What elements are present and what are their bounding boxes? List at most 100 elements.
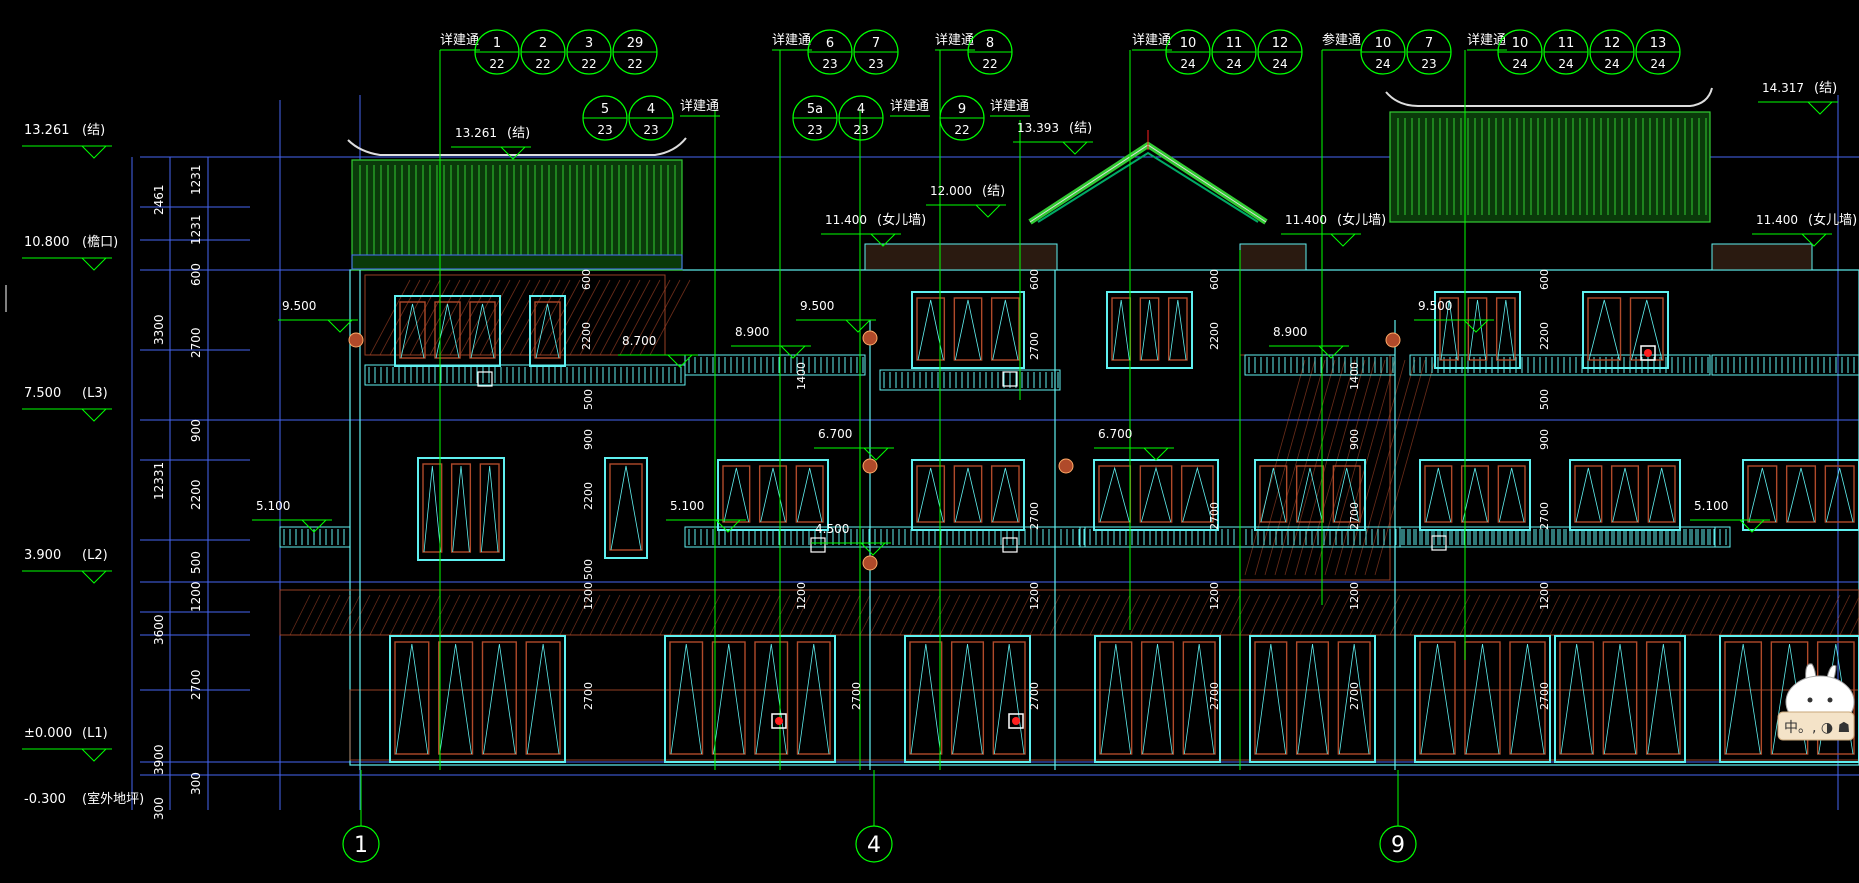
elevation-mark: 11.400(女儿墙) [1752,212,1857,247]
inline-dim: 600 [580,269,593,290]
elevation-mark: 6.700 [1094,427,1174,461]
callout-number: 5 [601,102,609,117]
inline-dim: 600 [1028,269,1041,290]
window [394,295,501,367]
callout-sheet: 22 [982,57,997,71]
window [604,457,648,559]
inline-dim: 2200 [1538,322,1551,350]
dim-inner: 1231 [189,164,203,195]
inline-dim: 900 [582,429,595,450]
window [1569,459,1681,531]
dim-inner: 1231 [189,214,203,245]
dim-inner: 2200 [189,479,203,510]
callout-sheet: 22 [535,57,550,71]
callout-sheet: 24 [1272,57,1287,71]
axis-label: 9 [1391,833,1405,858]
door [1554,635,1686,763]
inline-dim: 1200 [1028,582,1041,610]
inline-dim: 1400 [1348,362,1361,390]
level-label: (室外地坪) [82,791,144,807]
callout-number: 1 [493,36,501,51]
inline-dim: 2700 [850,682,863,710]
dim-inner: 2700 [189,669,203,700]
callout-label: 详建通 [1132,33,1171,48]
elevation-mark: 9.500 [796,299,876,333]
roof-right [1385,87,1713,223]
door [1414,635,1551,763]
callout-number: 7 [872,36,880,51]
dim-inner: 1200 [189,581,203,612]
callout-label: 详建通 [772,33,811,48]
elevation-label: (女儿墙) [1337,212,1386,228]
inline-dim: 2700 [1348,502,1361,530]
level-label: (L2) [82,548,108,563]
window [1254,459,1366,531]
elevation-value: 8.900 [1273,325,1307,339]
callout-number: 9 [958,102,966,117]
elevation-label: (结) [1814,81,1837,96]
elevation-label: (女儿墙) [877,212,926,228]
callout-number: 8 [986,36,994,51]
axis-bubble: 9 [1379,770,1417,863]
callout-number: 11 [1558,36,1575,51]
callout-sheet: 22 [489,57,504,71]
callout-sheet: 23 [822,57,837,71]
callout-label: 详建通 [680,99,719,114]
ime-status-widget[interactable]: 中。, ◑ ☗ [1776,660,1856,744]
window [911,459,1025,531]
dim-inner: 300 [189,772,203,795]
elevation-mark: 4.500 [811,522,891,556]
axis-label: 4 [867,833,881,858]
elevation-value: 5.100 [1694,499,1728,513]
elevation-label: (结) [507,126,530,141]
elevation-mark: 9.500 [278,299,358,333]
callout-sheet: 24 [1512,57,1527,71]
level-mark: ±0.000(L1) [22,726,112,762]
inline-dim: 2700 [1028,332,1041,360]
callout-number: 29 [627,36,644,51]
elevation-mark: 8.700 [618,334,698,368]
inline-dim: 2700 [1538,502,1551,530]
callout-number: 6 [826,36,834,51]
elevation-mark: 5.100 [252,499,332,533]
inline-dim: 500 [582,559,595,580]
roof-gable [1028,130,1268,225]
level-value: 10.800 [24,235,70,250]
callout-sheet: 24 [1558,57,1573,71]
inline-dim: 2700 [1538,682,1551,710]
dim-outer: 12331 [152,462,166,500]
elevation-value: 8.900 [735,325,769,339]
ime-text: 中。, ◑ ☗ [1784,720,1850,736]
callout-number: 10 [1375,36,1392,51]
level-mark: 3.900(L2) [22,548,112,584]
elevation-value: 13.261 [455,126,497,140]
callout-label: 详建通 [990,99,1029,114]
callout-sheet: 23 [1421,57,1436,71]
callout-sheet: 22 [627,57,642,71]
elevation-value: 6.700 [1098,427,1132,441]
door [1094,635,1221,763]
elevation-mark: 12.000(结) [926,184,1006,218]
window [1106,291,1193,369]
elevation-mark: 8.900 [731,325,811,359]
dim-outer: 3300 [152,314,166,345]
callout-sheet: 23 [597,123,612,137]
elevation-mark: 13.393(结) [1013,121,1093,155]
elevation-value: 9.500 [1418,299,1452,313]
window [417,457,505,561]
callout-sheet: 24 [1226,57,1241,71]
callout-label: 详建通 [440,33,479,48]
elevation-value: 6.700 [818,427,852,441]
inline-dim: 2700 [1208,682,1221,710]
